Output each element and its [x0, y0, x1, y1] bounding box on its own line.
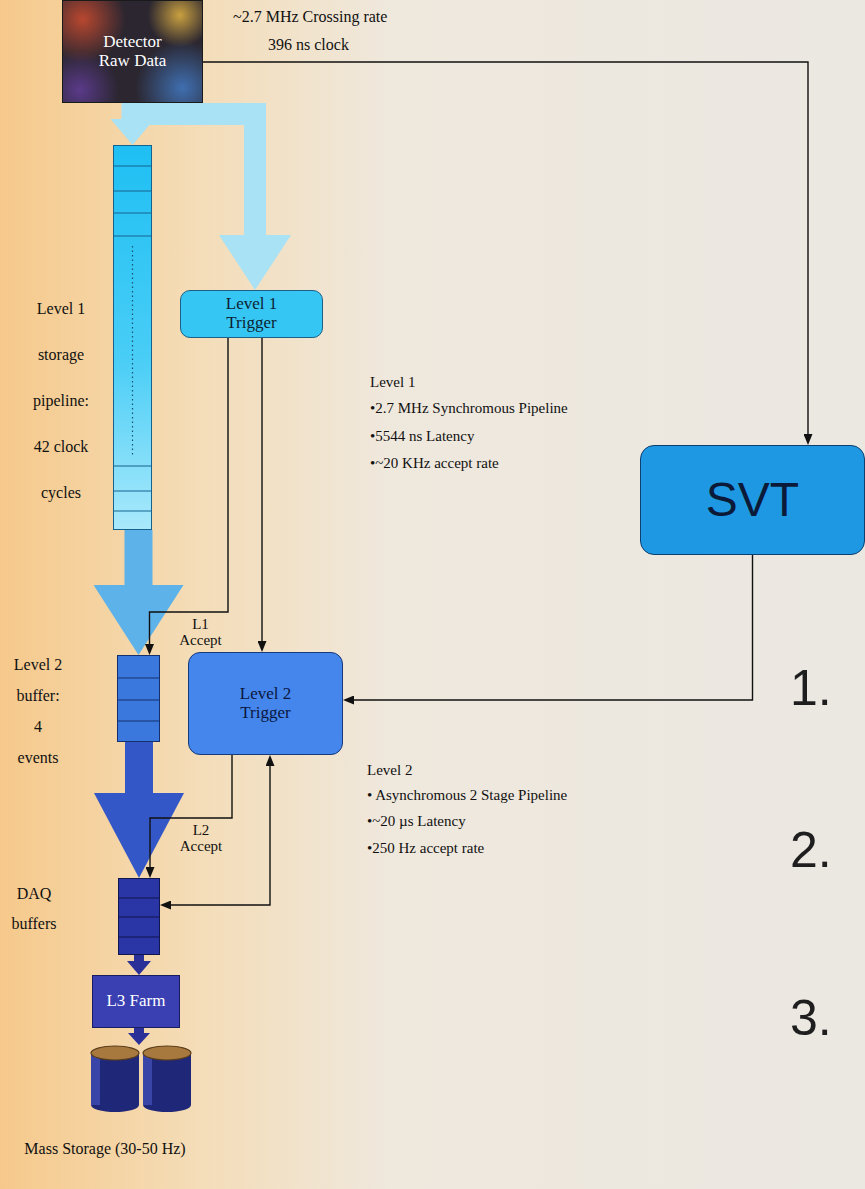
spec-heading: Level 1 [370, 374, 415, 391]
trigger-box: Level 1 Trigger [180, 290, 323, 338]
node-label: Level 2 Trigger [231, 685, 301, 722]
storage-pipeline: Level 1 storage pipeline: 42 clock cycle… [113, 145, 152, 530]
cell-divider [114, 490, 151, 491]
drum-body [143, 1053, 191, 1105]
node-label: Level 1 storage pipeline: 42 clock cycle… [26, 286, 96, 516]
drum-lid [91, 1046, 139, 1060]
buffer-cells [114, 146, 151, 529]
spec-bullet: •5544 ns Latency [370, 428, 474, 445]
node-label: Detector Raw Data [91, 33, 175, 70]
cell-divider [114, 190, 151, 191]
signal-line [150, 755, 232, 867]
cell-divider [118, 720, 159, 721]
data-flow-arrow [125, 530, 153, 585]
signal-line [261, 338, 262, 641]
dotted-continuation [132, 246, 133, 456]
node-label: Level 2 buffer: 4 events [12, 649, 64, 773]
buffer-cells [118, 656, 159, 741]
node-label: L3 Farm [106, 992, 165, 1011]
drum-shine [91, 1053, 100, 1105]
data-flow-arrow [134, 1028, 144, 1033]
signal-line [203, 62, 808, 434]
rate-note: ~2.7 MHz Crossing rate [233, 8, 387, 26]
farm-box: L3 Farm [92, 975, 180, 1028]
trigger-box: Level 2 Trigger [188, 652, 343, 755]
node-label: Mass Storage (30-50 Hz) [5, 1139, 205, 1158]
storage-drums: Mass Storage (30-50 Hz) [5, 1045, 205, 1165]
cell-divider [118, 699, 159, 700]
detector-image: Detector Raw Data [62, 0, 203, 103]
node-label: DAQ buffers [6, 879, 62, 939]
signal-label: L1 Accept [174, 616, 228, 648]
cell-divider [114, 510, 151, 511]
node-label: SVT [706, 474, 799, 527]
cell-divider [118, 677, 159, 678]
cell-divider [119, 936, 159, 937]
event-buffer: Level 2 buffer: 4 events [117, 655, 160, 742]
spec-heading: Level 2 [367, 762, 412, 779]
data-flow-arrow [134, 955, 144, 961]
spec-bullet: •~20 KHz accept rate [370, 455, 499, 472]
data-flow-arrow [147, 103, 256, 235]
drum-shine [143, 1053, 152, 1105]
daq-buffer: DAQ buffers [118, 878, 160, 955]
processor-box: SVT [640, 445, 865, 555]
cell-divider [114, 165, 151, 166]
callout-number: 1. [790, 660, 832, 717]
data-flow-arrow [125, 742, 153, 793]
storage-drum-icon [88, 1045, 194, 1113]
cell-divider [119, 897, 159, 898]
drum-lid [143, 1046, 191, 1060]
spec-bullet: •~20 µs Latency [367, 813, 466, 830]
signal-line [354, 555, 753, 700]
cell-divider [119, 916, 159, 917]
drum-body [91, 1053, 139, 1105]
buffer-cells [119, 879, 159, 954]
clock-note: 396 ns clock [268, 36, 349, 54]
cell-divider [114, 212, 151, 213]
cell-divider [114, 235, 151, 236]
spec-bullet: •2.7 MHz Synchromous Pipeline [370, 400, 568, 417]
signal-line [150, 338, 229, 644]
signal-line [171, 766, 270, 905]
spec-bullet: •250 Hz accept rate [367, 840, 484, 857]
node-label: Level 1 Trigger [217, 295, 287, 332]
spec-bullet: • Asynchromous 2 Stage Pipeline [367, 787, 567, 804]
callout-number: 2. [790, 822, 832, 879]
callout-number: 3. [790, 990, 832, 1047]
signal-label: L2 Accept [174, 822, 228, 854]
cell-divider [114, 465, 151, 466]
